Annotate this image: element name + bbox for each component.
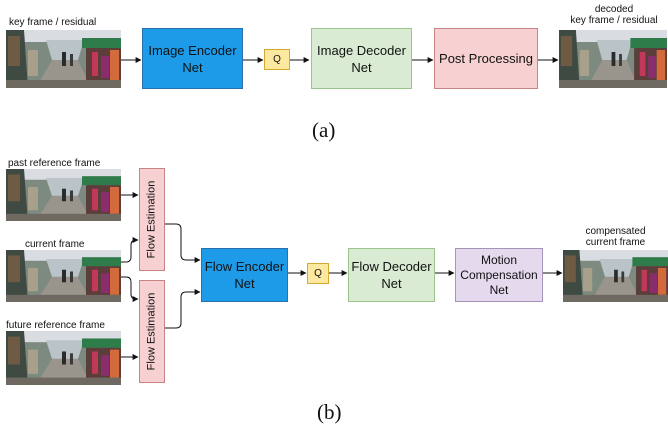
caption-b: (b) — [317, 400, 342, 424]
future-reference-image — [6, 331, 121, 385]
post-processing-text: Post Processing — [439, 51, 533, 66]
image-encoder-text: Image Encoder Net — [148, 42, 237, 75]
image-encoder-box: Image Encoder Net — [142, 28, 243, 89]
past-reference-label: past reference frame — [8, 158, 101, 169]
compensated-frame-image — [563, 250, 668, 302]
flow-encoder-text: Flow Encoder Net — [204, 259, 285, 291]
flow-encoder-box: Flow Encoder Net — [201, 248, 288, 302]
current-frame-image — [6, 250, 121, 302]
past-reference-image — [6, 169, 121, 221]
flow-estimation-top-text: Flow Estimation — [145, 180, 158, 259]
quantizer-b-text: Q — [314, 268, 322, 279]
quantizer-a-text: Q — [273, 54, 281, 65]
image-decoder-text: Image Decoder Net — [317, 42, 406, 75]
quantizer-a-box: Q — [264, 49, 290, 70]
compensated-output-label: compensated current frame — [585, 226, 646, 248]
flow-estimation-bottom-box: Flow Estimation — [139, 280, 165, 383]
decoded-output-label: decoded key frame / residual — [570, 4, 658, 26]
decoded-frame-image — [559, 30, 667, 88]
quantizer-b-box: Q — [307, 263, 329, 284]
flow-estimation-bottom-text: Flow Estimation — [145, 292, 158, 371]
flow-estimation-top-box: Flow Estimation — [139, 168, 165, 271]
key-frame-image — [6, 30, 121, 88]
image-decoder-box: Image Decoder Net — [311, 28, 412, 89]
caption-a: (a) — [312, 118, 336, 142]
current-frame-label: current frame — [25, 239, 85, 250]
flow-decoder-text: Flow Decoder Net — [351, 259, 432, 291]
motion-compensation-box: Motion Compensation Net — [455, 248, 543, 302]
flow-decoder-box: Flow Decoder Net — [348, 248, 435, 302]
future-reference-label: future reference frame — [6, 320, 105, 331]
post-processing-box: Post Processing — [434, 28, 538, 89]
motion-compensation-text: Motion Compensation Net — [460, 252, 538, 297]
key-frame-label: key frame / residual — [9, 17, 97, 28]
